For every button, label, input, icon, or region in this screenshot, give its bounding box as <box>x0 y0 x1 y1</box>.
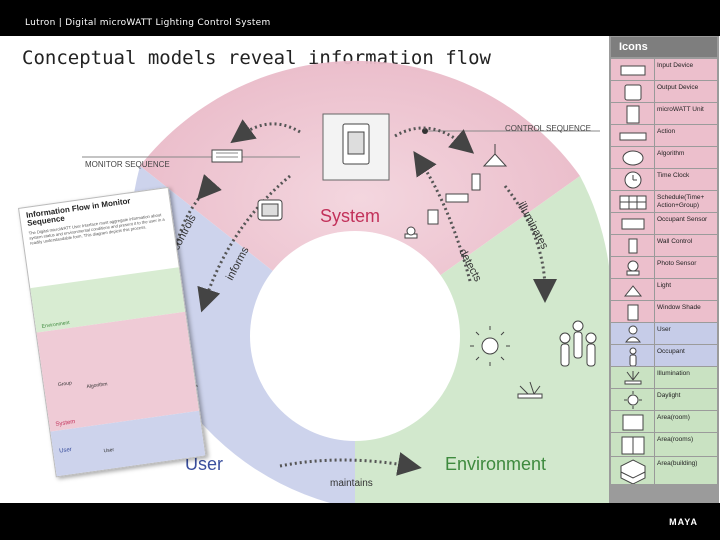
daylight-icon <box>470 326 510 366</box>
monitor-sequence-label: MONITOR SEQUENCE <box>85 160 170 169</box>
legend-item-label: Algorithm <box>657 150 685 157</box>
output-device-icon <box>611 81 655 102</box>
legend-item: Illumination <box>611 367 717 388</box>
wall-control-icon <box>427 209 439 225</box>
legend-item: Photo Sensor <box>611 257 717 278</box>
legend-item: User <box>611 323 717 344</box>
output-device-icon <box>257 199 283 221</box>
system-label: System <box>320 206 380 226</box>
legend-item-label: Wall Control <box>657 238 693 245</box>
schedule-icon <box>611 191 655 212</box>
legend-item: Wall Control <box>611 235 717 256</box>
legend-item-label: Daylight <box>657 392 681 399</box>
legend-item: Area(building) <box>611 457 717 484</box>
legend-item: Algorithm <box>611 147 717 168</box>
legend-item: Area(rooms) <box>611 433 717 456</box>
area-rooms-icon <box>611 433 655 456</box>
legend-item-label: Illumination <box>657 370 690 377</box>
report-system-label: System <box>55 419 76 428</box>
legend-item-label: Output Device <box>657 84 699 91</box>
legend-item: Light <box>611 279 717 300</box>
header-bar: Lutron | Digital microWATT Lighting Cont… <box>0 0 720 36</box>
daylight-icon <box>611 389 655 410</box>
legend-item-label: Input Device <box>657 62 694 69</box>
photo-sensor-icon <box>404 226 418 239</box>
arrow-top-right <box>394 126 475 154</box>
arrow-top-left <box>230 119 301 144</box>
light-icon <box>611 279 655 300</box>
time-clock-icon <box>611 169 655 190</box>
occupant-icon <box>611 345 655 366</box>
legend-item-label: Light <box>657 282 672 289</box>
environment-region <box>355 176 609 503</box>
legend-item-label: Schedule(Time+ Action+Group) <box>657 194 705 209</box>
legend-item-label: Area(building) <box>657 460 698 467</box>
control-sequence-dot <box>422 128 428 134</box>
legend-item: Daylight <box>611 389 717 410</box>
report-user-icon-label: User <box>103 446 115 455</box>
center-circle <box>250 231 460 441</box>
arrow-maintains <box>279 452 422 476</box>
report-user-label: User <box>58 446 73 455</box>
microwatt-unit-icon <box>611 103 655 124</box>
header-text: Lutron | Digital microWATT Lighting Cont… <box>25 18 271 28</box>
legend-item-label: User <box>657 326 671 333</box>
microwatt-unit-icon <box>322 113 390 181</box>
legend-item: microWATT Unit <box>611 103 717 124</box>
input-device-icon <box>611 59 655 80</box>
legend-item: Time Clock <box>611 169 717 190</box>
user-icon <box>611 323 655 344</box>
maintains-label: maintains <box>330 478 373 489</box>
legend-item-label: microWATT Unit <box>657 106 704 113</box>
legend-item-label: Occupant Sensor <box>657 216 708 223</box>
window-shade-icon <box>471 173 481 191</box>
legend-item-label: Window Shade <box>657 304 701 311</box>
legend-item: Action <box>611 125 717 146</box>
legend-title: Icons <box>611 37 717 57</box>
legend-item-label: Area(rooms) <box>657 436 694 443</box>
illumination-icon <box>611 367 655 388</box>
legend-item-label: Occupant <box>657 348 685 355</box>
area-room-icon <box>611 411 655 432</box>
legend-item: Input Device <box>611 59 717 80</box>
illumination-icon <box>517 381 543 399</box>
light-icon <box>482 144 508 167</box>
footer-bar: MAYA <box>0 503 720 540</box>
legend-item: Output Device <box>611 81 717 102</box>
legend-item-label: Action <box>657 128 676 135</box>
report-algorithm-label: Algorithm <box>86 381 108 391</box>
environment-label: Environment <box>445 454 546 474</box>
legend-item-label: Area(room) <box>657 414 690 421</box>
occupant-sensor-icon <box>611 213 655 234</box>
arrow-controls <box>173 174 222 295</box>
input-device-icon <box>211 149 243 163</box>
control-sequence-label: CONTROL SEQUENCE <box>505 124 591 133</box>
action-icon <box>611 125 655 146</box>
report-group-label: Group <box>57 380 73 389</box>
legend-item-label: Time Clock <box>657 172 690 179</box>
legend-item-label: Photo Sensor <box>657 260 697 267</box>
algorithm-icon <box>611 147 655 168</box>
window-shade-icon <box>611 301 655 322</box>
legend-item: Occupant <box>611 345 717 366</box>
action-icon <box>445 193 469 203</box>
legend-item: Area(room) <box>611 411 717 432</box>
brand-logo: MAYA <box>669 517 698 527</box>
photo-sensor-icon <box>611 257 655 278</box>
user-label: User <box>185 454 223 474</box>
information-flow-diagram: MONITOR SEQUENCE CONTROL SEQUENCE System… <box>82 60 609 503</box>
legend-item: Occupant Sensor <box>611 213 717 234</box>
arrow-detects <box>413 151 472 282</box>
area-building-icon <box>611 457 655 484</box>
arrow-informs <box>197 174 291 313</box>
occupant-icon <box>559 320 597 367</box>
legend-item: Window Shade <box>611 301 717 322</box>
wall-control-icon <box>611 235 655 256</box>
legend-item: Schedule(Time+ Action+Group) <box>611 191 717 212</box>
